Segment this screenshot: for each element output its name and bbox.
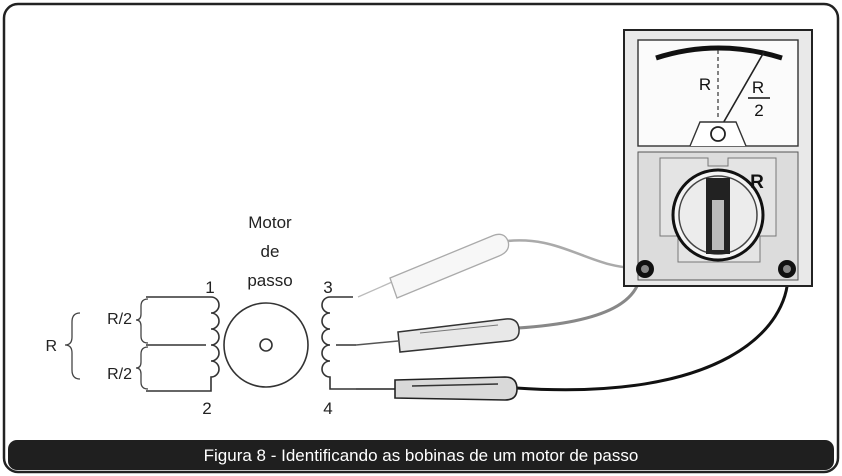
left-coil (146, 296, 220, 392)
terminal-1-label: 1 (205, 278, 214, 297)
right-coil (321, 296, 356, 390)
meter-scale-fraction-numerator: R (752, 78, 764, 97)
meter-jack-right[interactable] (778, 260, 796, 278)
motor-rotor (223, 302, 309, 388)
terminal-2-label: 2 (202, 399, 211, 418)
winding-braces (64, 298, 149, 390)
motor-label-line-2: de (261, 242, 280, 261)
meter-jack-left[interactable] (636, 260, 654, 278)
meter-scale-arc (655, 45, 783, 61)
meter-scale-fraction-denominator: 2 (754, 101, 763, 120)
meter-needle-pivot (710, 126, 726, 142)
meter-needle (717, 51, 765, 133)
multimeter: R R 2 R (623, 29, 813, 287)
motor-label-line-1: Motor (248, 213, 292, 232)
meter-scale-label-r: R (699, 75, 711, 94)
half-winding-label-upper: R/2 (107, 311, 132, 328)
total-winding-label: R (45, 338, 57, 355)
figure-caption: Figura 8 - Identificando as bobinas de u… (204, 446, 639, 465)
terminal-4-label: 4 (323, 399, 332, 418)
half-winding-label-lower: R/2 (107, 366, 132, 383)
selector-label-r: R (750, 172, 764, 193)
terminal-3-label: 3 (323, 278, 332, 297)
caption-bar (8, 440, 834, 470)
motor-label-line-3: passo (247, 271, 292, 290)
range-selector-knob[interactable] (671, 168, 765, 262)
black-probe (356, 271, 790, 401)
